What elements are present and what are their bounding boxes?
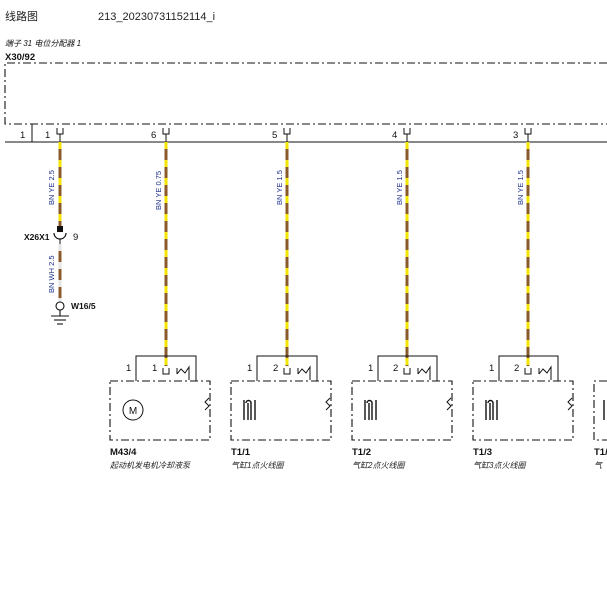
wire-label: BN WH 2.5 — [47, 255, 56, 293]
component-pin-left: 1 — [247, 363, 252, 374]
component-pin-left: 1 — [368, 363, 373, 374]
header-filename: 213_20230731152114_i — [98, 11, 215, 23]
component-desc: 气缸2点火线圈 — [352, 461, 405, 470]
distributor-pin: 5 — [272, 130, 277, 141]
component-t1-2 — [351, 355, 453, 441]
component-id: T1/ — [594, 447, 607, 458]
component-id: T1/2 — [352, 447, 371, 458]
wire-label: BN YE 1.5 — [395, 170, 404, 205]
wire-label: BN YE 1.5 — [275, 170, 284, 205]
distributor-pin-glyphs — [56, 128, 532, 142]
header-title: 线路图 — [5, 9, 38, 23]
distributor-pin: 6 — [151, 130, 156, 141]
component-t1-3 — [472, 355, 574, 441]
connector-id: X26X1 — [24, 232, 50, 242]
component-desc: 起动机发电机冷却液泵 — [110, 461, 191, 470]
distributor-caption: 端子 31 电位分配器 1 — [5, 39, 81, 48]
distributor-pin: 3 — [513, 130, 518, 141]
ignition-coil-icon — [364, 399, 377, 420]
ground-icon — [51, 301, 69, 325]
component-pin-right: 1 — [152, 363, 157, 374]
connector-symbol — [53, 226, 67, 244]
component-id: T1/1 — [231, 447, 251, 458]
component-t1-1 — [230, 355, 332, 441]
component-m43-4: M — [109, 355, 211, 441]
component-id: M43/4 — [110, 447, 137, 458]
component-pin-left: 1 — [489, 363, 494, 374]
distributor-id: X30/92 — [5, 52, 35, 63]
ignition-coil-icon — [485, 399, 498, 420]
component-desc: 气 — [594, 461, 603, 470]
distributor-box — [4, 62, 607, 125]
component-pin-right: 2 — [273, 363, 278, 374]
wire-label: BN YE 2.5 — [47, 170, 56, 205]
component-id: T1/3 — [473, 447, 492, 458]
component-pin-right: 2 — [514, 363, 519, 374]
motor-icon: M — [122, 399, 144, 421]
distributor-pin: 4 — [392, 130, 397, 141]
connector-pin: 9 — [73, 232, 78, 243]
svg-text:M: M — [129, 406, 137, 417]
ground-id: W16/5 — [71, 301, 96, 311]
distributor-pin: 1 — [45, 130, 50, 141]
wire-label: BN YE 0.75 — [154, 171, 163, 210]
component-pin-left: 1 — [126, 363, 131, 374]
component-desc: 气缸1点火线圈 — [231, 461, 284, 470]
component-desc: 气缸3点火线圈 — [473, 461, 526, 470]
distributor-pin: 1 — [20, 130, 25, 141]
component-pin-right: 2 — [393, 363, 398, 374]
wire-label: BN YE 1.5 — [516, 170, 525, 205]
ignition-coil-icon — [243, 399, 256, 420]
component-t1-partial — [593, 380, 607, 441]
